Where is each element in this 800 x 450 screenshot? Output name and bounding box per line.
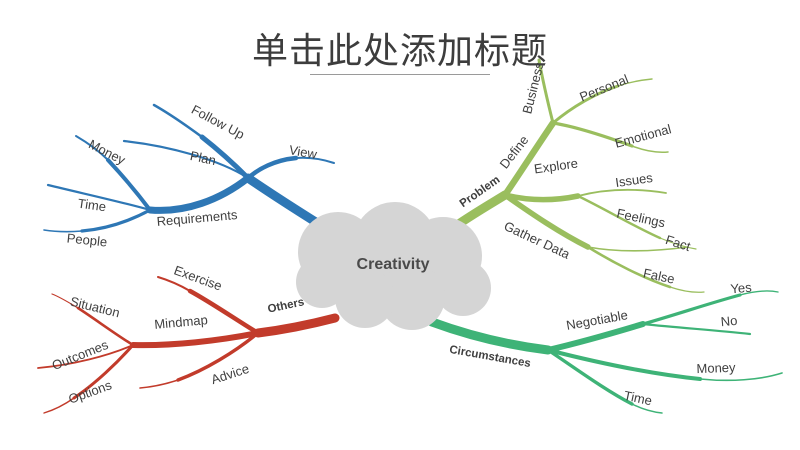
red-advice-tip-path — [139, 379, 179, 389]
blue-people-tip-path — [43, 229, 83, 233]
red-exercise-path — [187, 288, 261, 336]
green-yes-tip-path — [739, 290, 779, 296]
blue-followup-tip-path — [152, 103, 204, 139]
slide-title-placeholder[interactable]: 单击此处添加标题 — [251, 30, 548, 71]
blue-money-tip-path — [75, 135, 109, 161]
red-mindmap-path — [130, 330, 261, 349]
green-negotiable-path — [545, 321, 646, 353]
blue-time-path — [46, 183, 152, 212]
blue-money-path — [106, 158, 152, 212]
red-outcomes-path — [37, 344, 134, 369]
olive-false-tip-path — [669, 286, 705, 293]
olive-define-path — [501, 119, 557, 199]
blue-people-path — [80, 208, 152, 233]
green-time-tip-path — [631, 403, 663, 414]
green-branch — [427, 290, 783, 414]
title-underline — [310, 74, 490, 75]
red-options-tip-path — [43, 397, 75, 414]
olive-explore-path — [502, 192, 581, 203]
olive-fact-path — [587, 246, 689, 252]
center-topic-label: Creativity — [356, 256, 430, 273]
blue-branch — [43, 103, 353, 247]
olive-issues-path — [577, 188, 667, 197]
olive-personal-tip-path — [617, 78, 653, 87]
green-no-path — [641, 322, 752, 336]
olive-feelings-path — [576, 194, 662, 240]
blue-plan-path — [122, 139, 250, 180]
blue-view-tip-path — [295, 156, 335, 164]
node-label-yes: Yes — [729, 279, 753, 297]
center-cloud-shape — [296, 202, 491, 330]
red-trunk-path — [253, 313, 340, 338]
green-money-tip-path — [699, 372, 783, 382]
blue-requirements-path — [146, 174, 252, 214]
red-situation-path — [76, 306, 135, 347]
red-situation-tip-path — [51, 293, 79, 309]
olive-gatherdata-path — [502, 192, 591, 250]
olive-branch — [445, 58, 705, 293]
olive-emotional-tip-path — [631, 145, 669, 153]
green-time-path — [546, 348, 634, 406]
red-exercise-tip-path — [157, 276, 191, 292]
red-branch — [37, 276, 340, 414]
olive-fact-tip-path — [659, 237, 697, 250]
red-advice-path — [176, 331, 260, 382]
blue-followup-path — [199, 134, 251, 181]
green-yes-path — [641, 293, 742, 326]
olive-false-path — [586, 245, 672, 289]
node-label-money-green: Money — [696, 359, 736, 377]
node-label-no: No — [720, 312, 738, 330]
green-trunk-path — [427, 317, 553, 355]
red-options-path — [72, 343, 135, 400]
green-money-path — [546, 348, 702, 381]
olive-business-path — [537, 58, 555, 125]
olive-personal-path — [551, 84, 620, 125]
olive-emotional-path — [551, 121, 634, 148]
